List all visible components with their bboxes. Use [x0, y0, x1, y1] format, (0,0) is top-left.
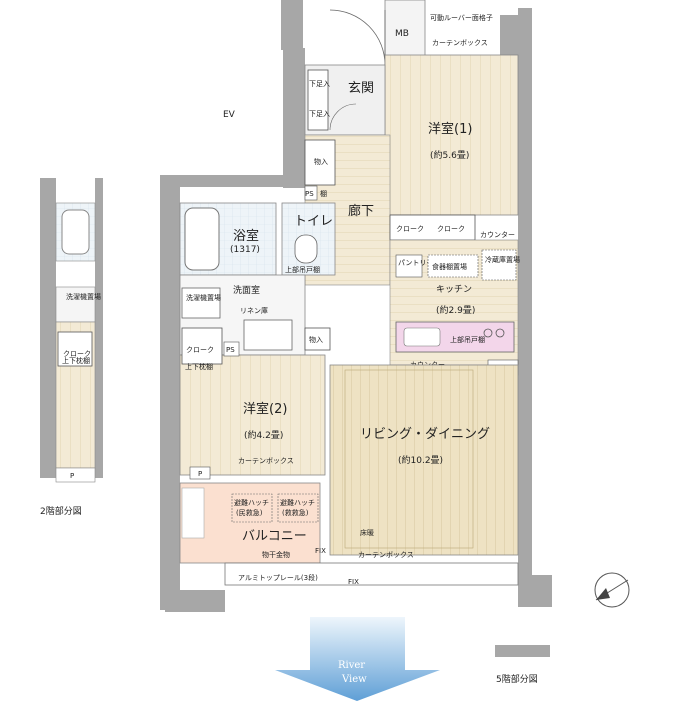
- kitchen-label: キッチン: [436, 284, 472, 295]
- room-western-1-size: (約5.6畳): [430, 149, 469, 161]
- hatch-1-sub: (民救急): [236, 508, 263, 517]
- view-label: View: [341, 674, 367, 685]
- compass-icon: [594, 572, 630, 608]
- left-p-label: P: [70, 472, 74, 480]
- floor-2-caption: 2階部分図: [40, 505, 82, 517]
- bath-size: (1317): [230, 245, 260, 255]
- toilet-label: トイレ: [294, 214, 333, 229]
- fridge-label: 冷蔵庫置場: [485, 255, 520, 264]
- hatch-2-sub: (救救急): [282, 508, 309, 517]
- hatch-2-label: 避難ハッチ: [280, 498, 315, 507]
- upper-shelf-2-label: 上下枕棚: [185, 362, 213, 371]
- kitchen-size: (約2.9畳): [436, 304, 475, 316]
- pantry-label: パントリー: [398, 259, 433, 267]
- room-western-2-size: (約4.2畳): [244, 429, 283, 441]
- corridor-label: 廊下: [348, 203, 374, 219]
- balcony-label: バルコニー: [242, 529, 307, 544]
- floor-5-caption: 5階部分図: [496, 673, 538, 685]
- curtain-box-3-label: カーテンボックス: [358, 551, 414, 559]
- washroom-label: 洗面室: [233, 284, 260, 296]
- walls: [160, 0, 552, 657]
- left-washer-label: 洗濯機置場: [66, 292, 101, 301]
- kitchen-upper-cabinet: 上部吊戸棚: [450, 335, 485, 344]
- counter-2-label: カウンター: [410, 360, 445, 369]
- left-closet-label: クローク: [63, 350, 91, 358]
- linen-label: リネン庫: [240, 306, 268, 315]
- closet-2-label: クローク: [186, 346, 214, 354]
- hatch-1-label: 避難ハッチ: [234, 498, 269, 507]
- closet-a-label: クローク: [396, 225, 424, 233]
- louver-label: 可動ルーバー面格子: [430, 13, 493, 22]
- p-label: P: [198, 470, 202, 478]
- storage-2-label: 物入: [309, 335, 323, 344]
- ev-label: EV: [223, 110, 236, 120]
- shelf-1-label: 棚: [320, 189, 327, 198]
- floor-2-partial: 洗濯機置場 クローク 上下枕棚 P 2階部分図: [40, 178, 103, 517]
- aluminum-rail-label: アルミトップレール(3段): [238, 573, 318, 582]
- genkan-label: 玄関: [348, 81, 374, 96]
- shoe-cabinet-2: 下足入: [309, 110, 330, 118]
- ps-1-label: PS: [305, 190, 314, 198]
- closet-b-label: クローク: [437, 225, 465, 233]
- room-western-2-label: 洋室(2): [243, 401, 287, 417]
- living-label: リビング・ダイニング: [360, 427, 490, 442]
- river-view-arrow: River View: [275, 617, 440, 701]
- fix-2-label: FIX: [348, 578, 359, 586]
- room-western-1-label: 洋室(1): [428, 121, 472, 137]
- entrance-door[interactable]: [329, 9, 386, 66]
- washer-label: 洗濯機置場: [186, 293, 221, 302]
- ps-2-label: PS: [226, 346, 235, 354]
- storage-1-label: 物入: [314, 157, 328, 166]
- shoe-cabinet-1: 下足入: [309, 80, 330, 88]
- room-western-2: [179, 354, 326, 476]
- food-storage-label: 食器棚置場: [432, 262, 467, 271]
- room-western-1: [384, 54, 519, 216]
- left-shelf-label: 上下枕棚: [62, 356, 90, 365]
- living-size: (約10.2畳): [398, 454, 443, 466]
- curtain-box-2-label: カーテンボックス: [238, 457, 294, 465]
- fix-1-label: FIX: [315, 547, 326, 555]
- floor-heating-label: 床暖: [360, 528, 374, 537]
- river-label: River: [338, 660, 365, 671]
- curtain-box-top-label: カーテンボックス: [432, 39, 488, 47]
- toilet-upper-cabinet: 上部吊戸棚: [285, 265, 320, 274]
- drying-hardware-label: 物干金物: [262, 550, 290, 559]
- mb-label: MB: [395, 29, 409, 39]
- bath-label: 浴室: [233, 228, 259, 244]
- counter-1-label: カウンター: [480, 230, 515, 239]
